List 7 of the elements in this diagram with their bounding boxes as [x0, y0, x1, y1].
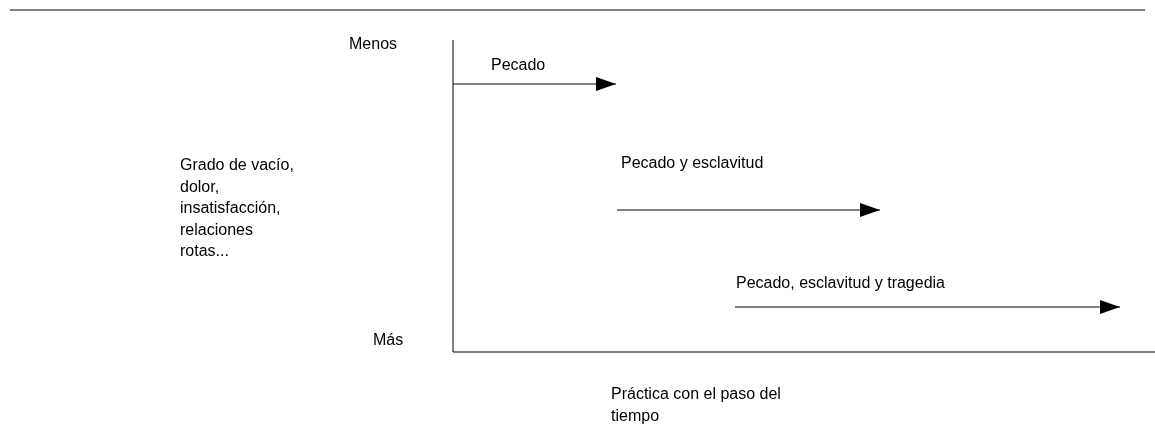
arrow-label: Pecado, esclavitud y tragedia: [736, 273, 945, 293]
arrow-label: Pecado: [491, 55, 546, 75]
axis-label: Menos: [349, 34, 398, 54]
axis-title: Práctica con el paso del tiempo: [611, 384, 782, 426]
axis-label: Más: [373, 330, 404, 350]
arrow-label: Pecado y esclavitud: [621, 153, 764, 173]
axis-title: Grado de vacío, dolor, insatisfacción, relaciones rotas...: [180, 155, 295, 261]
